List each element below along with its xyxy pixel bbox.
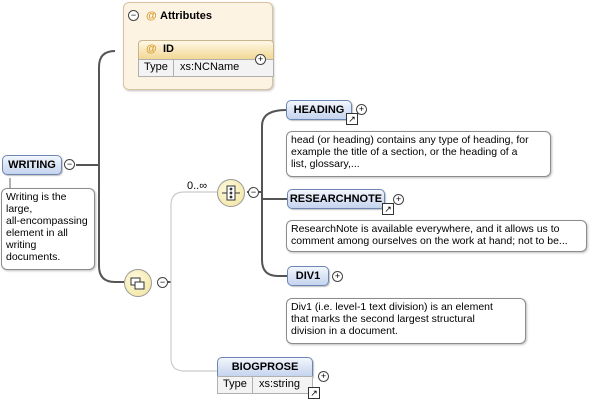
collapse-choice-icon[interactable]: − [248,187,259,198]
expand-div1-icon[interactable]: + [332,271,343,282]
element-researchnote[interactable]: RESEARCHNOTE [287,189,385,209]
attribute-symbol: @ [146,10,157,22]
doc-line: documents. [6,251,61,263]
attribute-id-header: @ ID [138,40,274,59]
collapse-compositor-icon[interactable]: − [157,277,168,288]
collapse-attributes-icon[interactable]: − [128,10,139,21]
expand-heading-icon[interactable]: + [356,104,367,115]
type-value: xs:string [259,378,300,390]
reference-arrow-icon: ↗ [346,113,358,125]
expand-id-icon[interactable]: + [255,54,266,65]
type-value: xs:NCName [180,61,240,73]
heading-documentation: head (or heading) contains any type of h… [286,131,551,177]
doc-line: writing [6,239,37,251]
doc-line: division in a document. [291,325,398,337]
doc-line: ResearchNote is available everywhere, an… [291,223,560,235]
expand-researchnote-icon[interactable]: + [393,194,404,205]
doc-line: all-encompassing [6,215,88,227]
attribute-id-symbol: @ [146,43,157,55]
div1-documentation: Div1 (i.e. level-1 text division) is an … [286,298,526,344]
doc-line: example the title of a section, or the h… [291,146,518,158]
element-heading[interactable]: HEADING [286,100,352,120]
choice-compositor-icon[interactable] [217,179,245,207]
doc-line: head (or heading) contains any type of h… [291,134,529,146]
doc-line: Writing is the [6,191,67,203]
doc-line: comment among ourselves on the work at h… [291,235,568,247]
element-div1[interactable]: DIV1 [287,266,329,286]
attribute-id-name: ID [163,43,174,55]
reference-arrow-icon: ↗ [308,387,320,399]
writing-documentation: Writing is the large, all-encompassing e… [1,188,95,270]
attribute-id[interactable]: @ ID Type xs:NCName [138,40,274,77]
attribute-id-type-row: Type xs:NCName [138,59,274,77]
doc-line: Div1 (i.e. level-1 text division) is an … [291,301,493,313]
element-writing[interactable]: WRITING [2,155,62,175]
doc-line: large, [6,203,33,215]
doc-line: that marks the second largest structural [291,313,475,325]
cardinality-label: 0..∞ [187,180,208,192]
type-label: Type [144,61,168,73]
biogprose-header: BIOGPROSE [217,357,313,377]
doc-line: list, glossary,... [291,158,360,170]
sequence-compositor-icon[interactable] [124,269,152,297]
expand-biogprose-icon[interactable]: + [318,371,329,382]
biogprose-type-row: Type xs:string [217,376,313,394]
type-label: Type [223,378,247,390]
doc-line: element in all [6,227,68,239]
attributes-title: Attributes [160,10,212,22]
element-biogprose[interactable]: BIOGPROSE Type xs:string [217,357,313,395]
collapse-writing-icon[interactable]: − [64,159,75,170]
researchnote-documentation: ResearchNote is available everywhere, an… [286,220,587,252]
reference-arrow-icon: ↗ [382,203,394,215]
